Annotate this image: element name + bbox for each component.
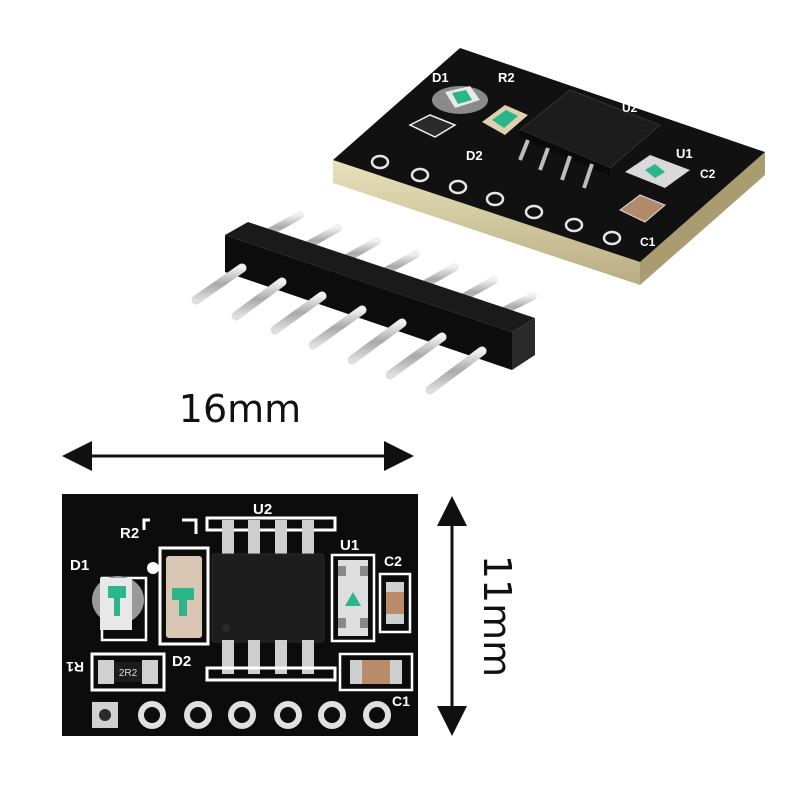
iso-board-edge-side bbox=[640, 152, 765, 285]
front-label-c1: C1 bbox=[392, 693, 410, 709]
u2-silk-top bbox=[205, 516, 337, 532]
u2-bottom-leads bbox=[222, 640, 314, 674]
pin-header bbox=[191, 211, 537, 395]
iso-led-d1 bbox=[432, 86, 488, 114]
front-label-u2: U2 bbox=[253, 501, 272, 518]
d1-led bbox=[92, 576, 148, 642]
iso-board: D1 R2 D2 U2 U1 C2 C1 bbox=[333, 48, 765, 285]
c1-capacitor bbox=[338, 652, 414, 692]
d2-led bbox=[158, 546, 210, 646]
front-label-d1: D1 bbox=[70, 557, 89, 574]
r1-resistor: 2R2 bbox=[90, 652, 166, 692]
front-label-r2: R2 bbox=[120, 525, 139, 542]
r2-via bbox=[147, 562, 159, 574]
iso-chip-u2 bbox=[518, 89, 661, 189]
u2-silk-bottom bbox=[205, 666, 337, 682]
u2-pin1-dot bbox=[222, 624, 230, 632]
front-label-c2: C2 bbox=[384, 553, 402, 569]
c2-capacitor bbox=[378, 572, 412, 634]
front-pin-pads bbox=[92, 701, 391, 729]
iso-label-r2: R2 bbox=[498, 70, 515, 85]
r2-silk bbox=[142, 518, 198, 534]
iso-label-d2: D2 bbox=[466, 148, 483, 163]
front-label-d2: D2 bbox=[172, 653, 191, 670]
u2-top-leads bbox=[222, 520, 314, 556]
iso-label-u1: U1 bbox=[676, 146, 693, 161]
width-dimension: 16mm bbox=[62, 387, 414, 471]
height-dimension: 11mm bbox=[437, 496, 519, 736]
iso-cap-c1 bbox=[619, 194, 666, 223]
front-board: 2R2 bbox=[62, 494, 418, 736]
width-dimension-label: 16mm bbox=[179, 387, 301, 431]
iso-label-u2: U2 bbox=[622, 101, 638, 115]
front-label-u1: U1 bbox=[340, 537, 359, 554]
r1-resistor-code: 2R2 bbox=[119, 668, 138, 679]
iso-label-c2: C2 bbox=[700, 167, 716, 181]
height-dimension-label: 11mm bbox=[475, 555, 519, 677]
iso-label-c1: C1 bbox=[640, 235, 656, 249]
iso-led-d2 bbox=[482, 105, 528, 135]
iso-pin-holes bbox=[370, 154, 622, 246]
header-body-side bbox=[512, 318, 535, 370]
front-label-r1: R1 bbox=[66, 659, 84, 675]
u1-chip bbox=[330, 553, 376, 643]
iso-board-edge-front bbox=[333, 160, 640, 285]
u2-chip-body bbox=[211, 553, 325, 643]
iso-label-d1: D1 bbox=[432, 70, 449, 85]
header-body-top bbox=[225, 222, 535, 332]
iso-chip-u1 bbox=[625, 155, 690, 188]
iso-resistor-r1 bbox=[408, 114, 457, 138]
header-pins-bottom bbox=[191, 263, 487, 395]
